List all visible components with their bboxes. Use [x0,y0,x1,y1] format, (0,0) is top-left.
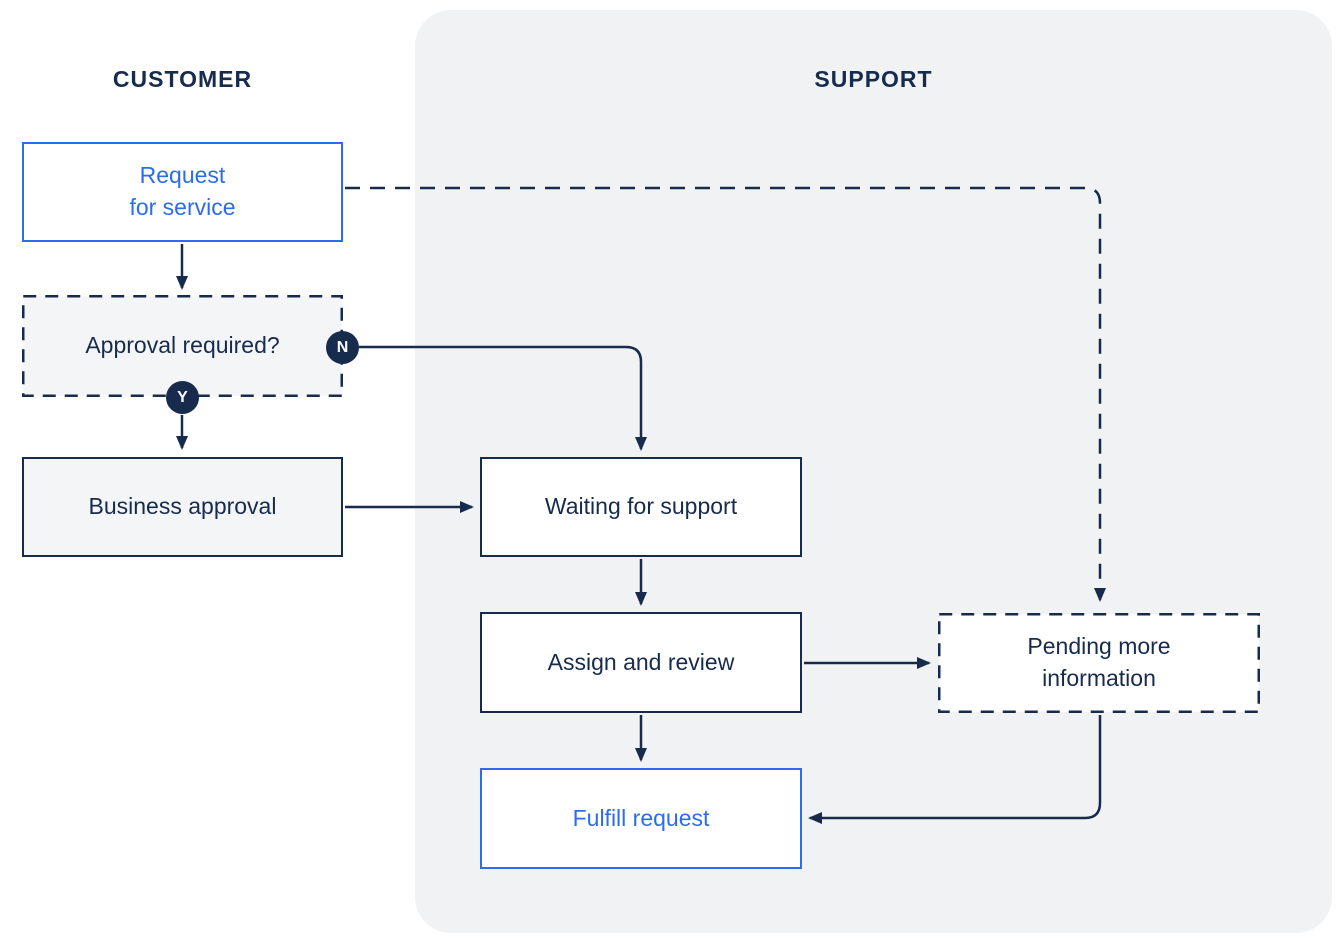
node-waiting-for-support[interactable]: Waiting for support [480,457,802,557]
decision-badge-no: N [326,331,359,364]
node-assign-and-review-label: Assign and review [547,648,735,675]
node-approval-required-label: Approval required? [85,332,280,359]
node-pending-more-information[interactable]: Pending more information [938,613,1260,713]
node-business-approval[interactable]: Business approval [22,457,343,557]
node-fulfill-request[interactable]: Fulfill request [480,768,802,869]
decision-badge-yes: Y [166,381,199,414]
node-approval-required[interactable]: Approval required? [22,295,343,397]
node-waiting-for-support-label: Waiting for support [544,493,738,520]
lane-label-support: SUPPORT [814,66,933,92]
node-request-for-service[interactable]: Request for service [22,142,343,242]
node-fulfill-request-label: Fulfill request [572,804,710,831]
lane-label-customer: CUSTOMER [112,66,253,92]
node-request-for-service-label: Request for service [129,162,236,220]
node-business-approval-label: Business approval [88,493,277,520]
node-pending-more-information-label: Pending more information [1027,633,1171,691]
node-assign-and-review[interactable]: Assign and review [480,612,802,713]
